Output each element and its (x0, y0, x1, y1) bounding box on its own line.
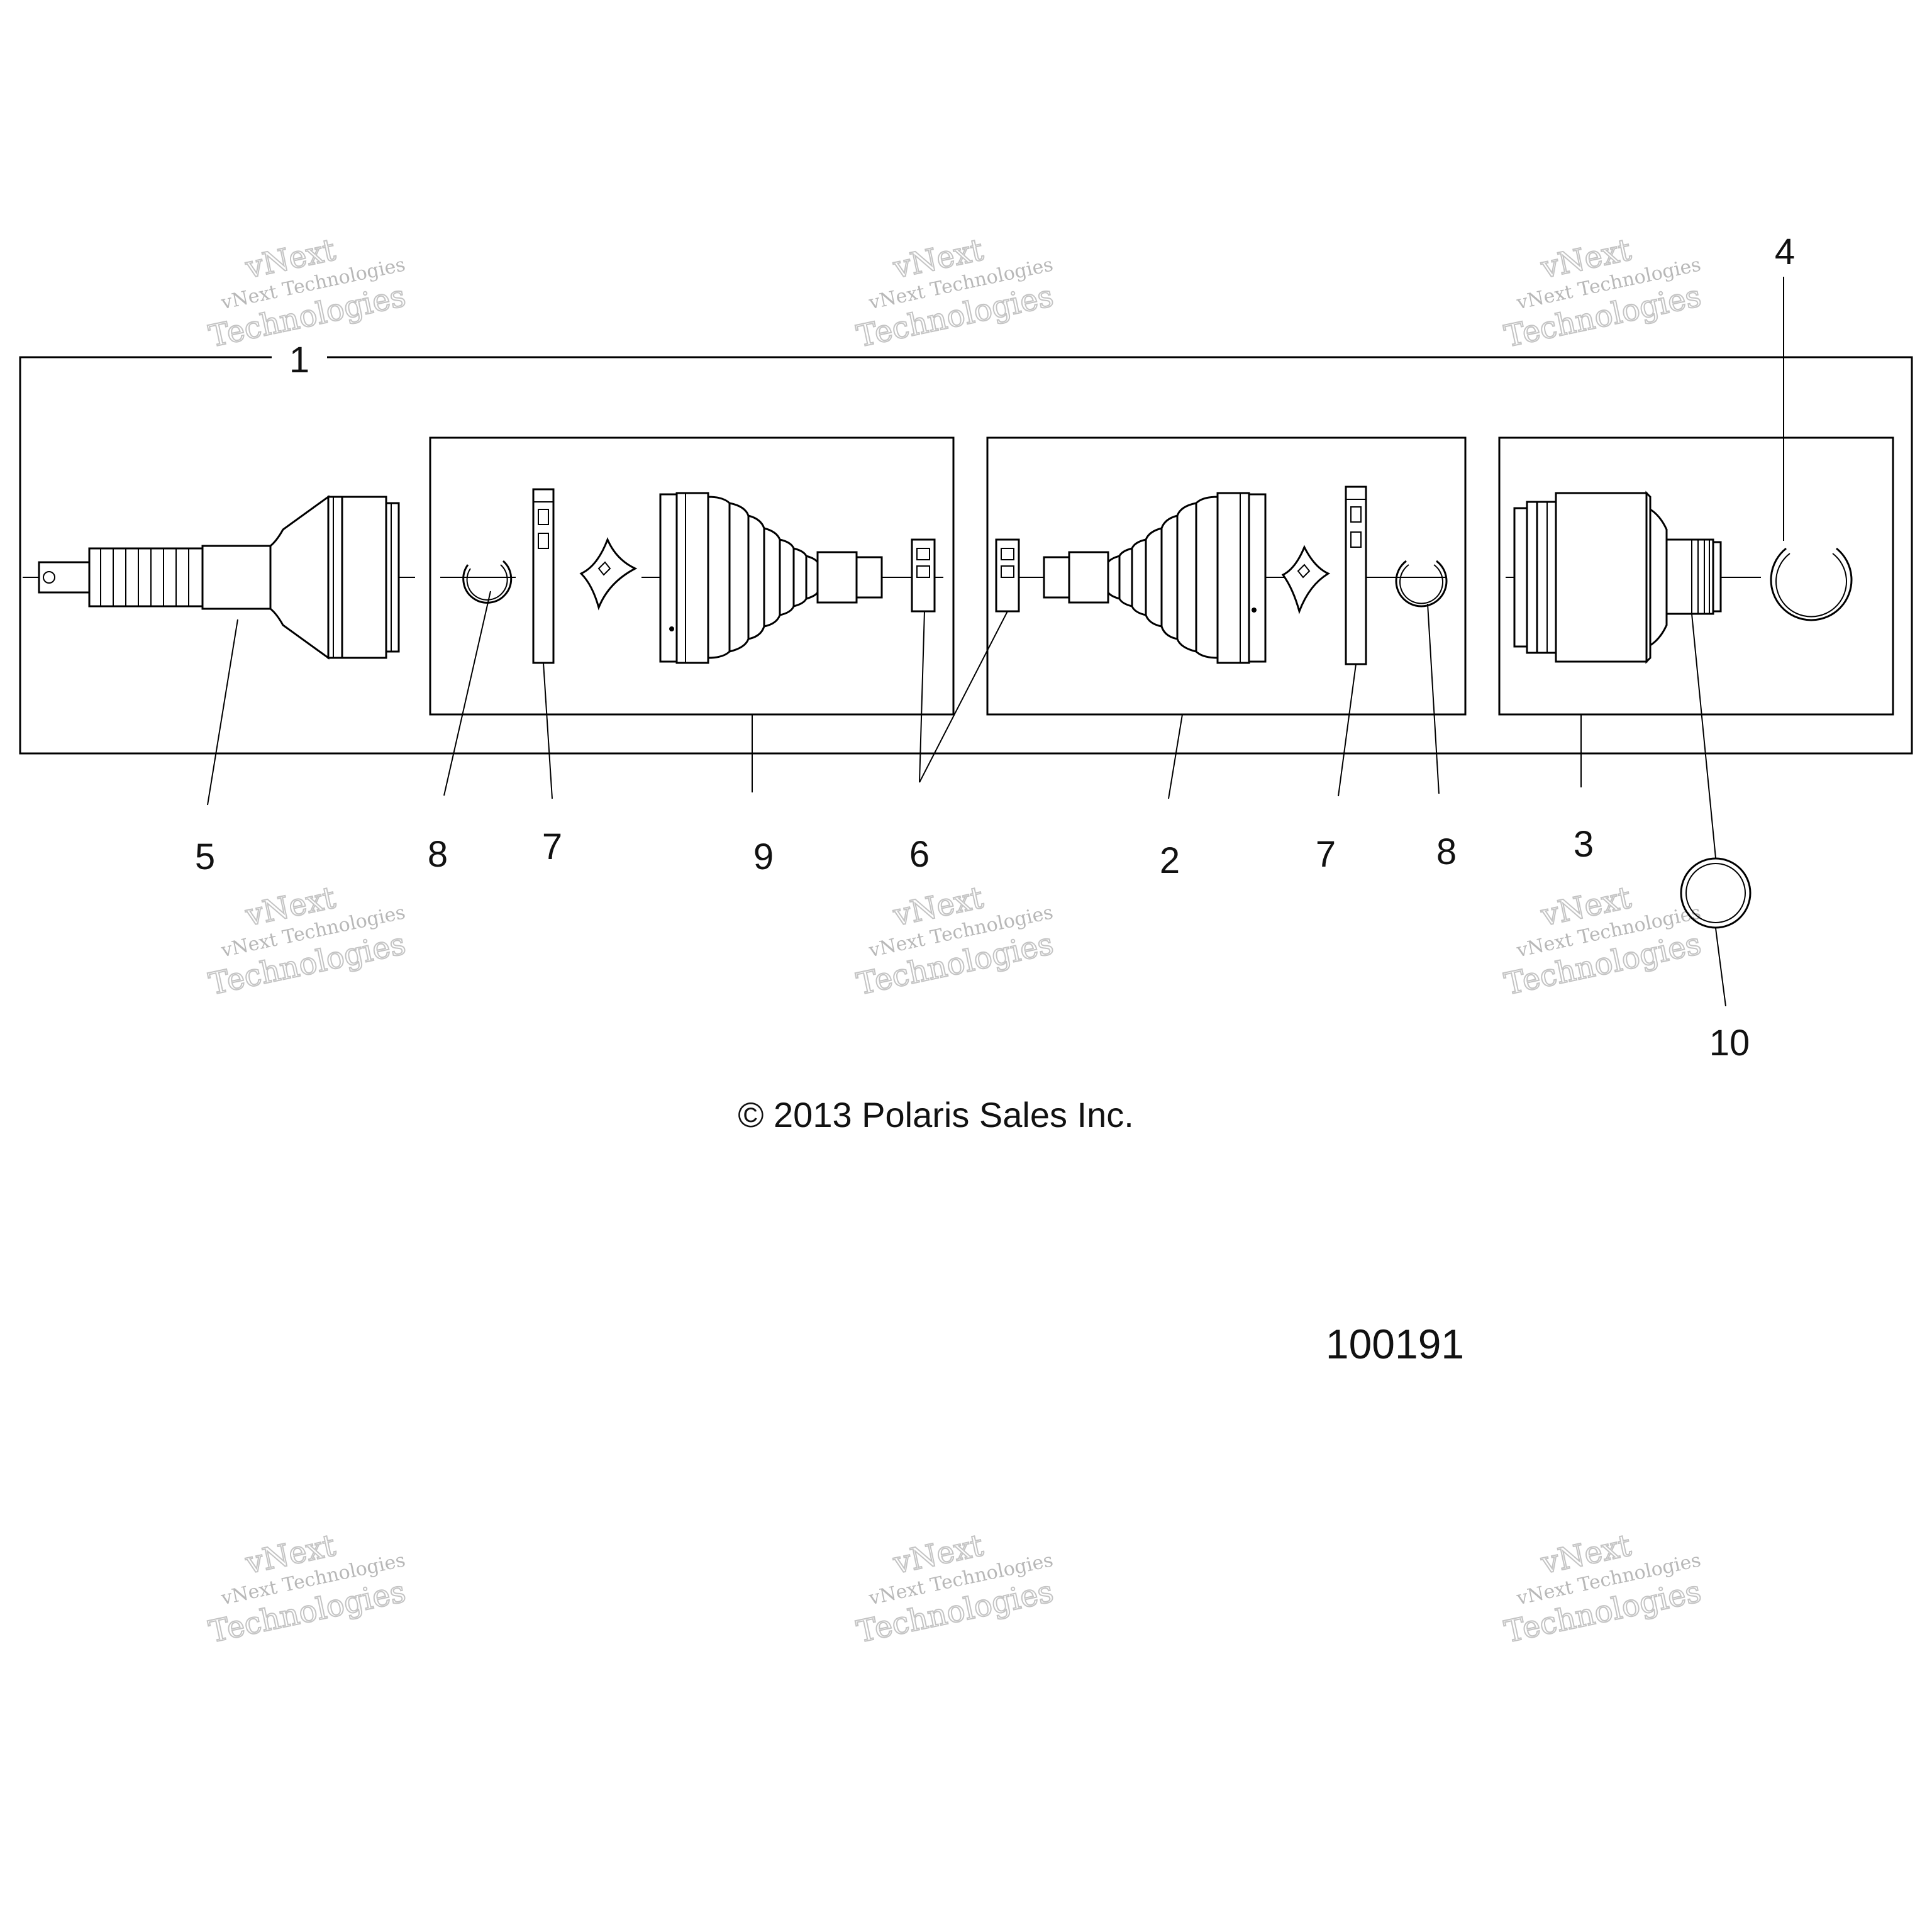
callout-2: 2 (1160, 840, 1180, 881)
cv-boot-left (659, 492, 883, 664)
callout-10: 10 (1709, 1023, 1750, 1063)
watermark: vNext vNext Technologies Technologies (205, 879, 409, 1002)
callout-1: 1 (289, 340, 309, 380)
watermark: vNext vNext Technologies Technologies (1501, 231, 1704, 355)
callout-9: 9 (753, 836, 774, 877)
grease-packet-left (579, 537, 638, 611)
circlip (1770, 547, 1853, 621)
o-ring (1680, 857, 1752, 929)
callout-8-left: 8 (428, 834, 448, 875)
watermark: vNext vNext Technologies Technologies (1501, 879, 1704, 1002)
kit-box-3 (1498, 436, 1894, 716)
callout-5: 5 (195, 836, 215, 877)
kit-box-2 (986, 436, 1467, 716)
snap-ring-right (1395, 560, 1448, 608)
cv-joint-inner (1513, 491, 1722, 664)
boot-clamp-small-right (995, 538, 1020, 613)
cv-boot-right (1043, 492, 1267, 664)
kit-box-9 (429, 436, 955, 716)
boot-clamp-large-right (1345, 486, 1367, 665)
figure-number: 100191 (1326, 1321, 1464, 1367)
leader-lines (207, 277, 1784, 1007)
callout-6: 6 (909, 834, 930, 875)
watermark: vNext vNext Technologies Technologies (853, 231, 1057, 355)
watermark: vNext vNext Technologies Technologies (853, 879, 1057, 1002)
grease-packet-right (1281, 545, 1331, 614)
callout-7-left: 7 (542, 826, 562, 867)
watermark: vNext vNext Technologies Technologies (205, 231, 409, 355)
boot-clamp-large-left (532, 488, 555, 664)
copyright-notice: © 2013 Polaris Sales Inc. (738, 1095, 1134, 1135)
assembly-box (19, 356, 1913, 755)
callout-8-right: 8 (1436, 831, 1457, 872)
watermark: vNext vNext Technologies Technologies (1501, 1527, 1704, 1650)
callout-3: 3 (1574, 824, 1594, 865)
watermark: vNext vNext Technologies Technologies (853, 1527, 1057, 1650)
boot-clamp-small-left (911, 538, 936, 613)
watermark-group: vNext vNext Technologies Technologies vN… (205, 231, 1704, 1650)
watermark: vNext vNext Technologies Technologies (205, 1527, 409, 1650)
snap-ring-left (462, 560, 513, 604)
cv-joint-outer (38, 495, 400, 660)
callout-7-right: 7 (1316, 834, 1336, 875)
callout-4: 4 (1775, 231, 1795, 272)
